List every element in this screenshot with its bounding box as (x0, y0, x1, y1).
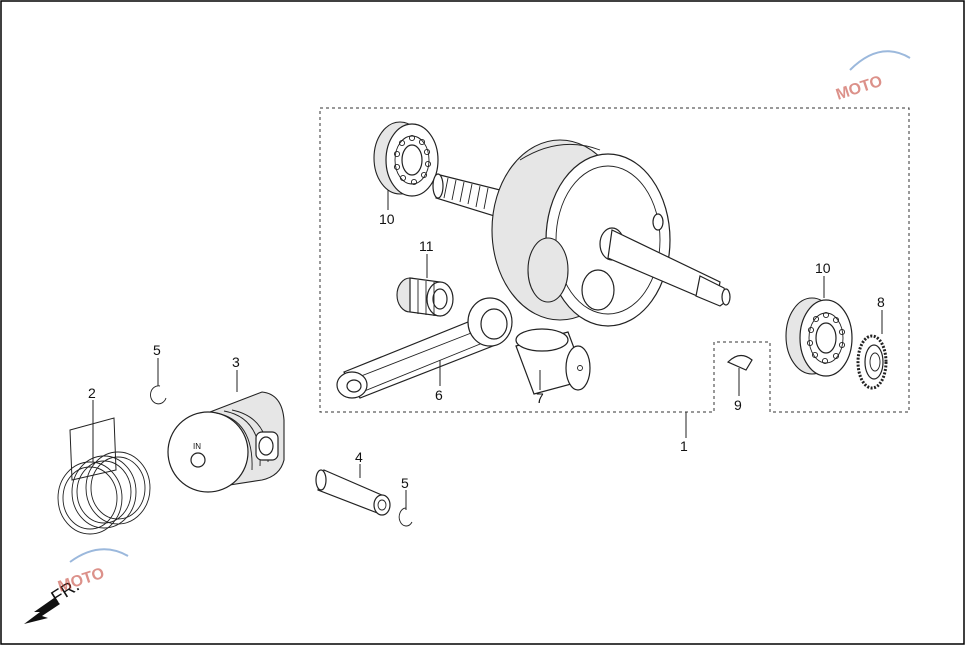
callout-labels: 1 2 3 4 5 5 6 7 8 9 10 10 11 (88, 211, 885, 491)
callout-7: 7 (536, 390, 544, 406)
piston-in-mark: IN (193, 442, 201, 451)
bearing-right (785, 297, 853, 377)
watermark-swoosh-icon (849, 50, 911, 71)
watermark-swoosh-icon (69, 548, 129, 563)
crank-pin (515, 328, 591, 395)
leader-lines (92, 190, 883, 510)
callout-5-upper: 5 (153, 342, 161, 358)
callout-3: 3 (232, 354, 240, 370)
circlip-upper (150, 385, 167, 405)
callout-8: 8 (877, 294, 885, 310)
connecting-rod (336, 297, 513, 399)
needle-bearing (396, 277, 454, 317)
callout-1: 1 (680, 438, 688, 454)
front-arrow-icon (24, 598, 60, 624)
callout-10-left: 10 (379, 211, 395, 227)
watermark-bottom-left: MOTO (56, 548, 129, 596)
callout-4: 4 (355, 449, 363, 465)
assembly-boundary (319, 107, 910, 413)
piston-pin (315, 469, 391, 516)
watermark-top-right: MOTO (834, 50, 911, 104)
callout-9: 9 (734, 397, 742, 413)
callout-2: 2 (88, 385, 96, 401)
callout-5-lower: 5 (401, 475, 409, 491)
woodruff-key (726, 354, 753, 371)
piston: IN (167, 391, 285, 493)
callout-10-right: 10 (815, 260, 831, 276)
callout-11: 11 (419, 238, 434, 254)
bearing-left (373, 121, 439, 197)
circlip-lower (398, 507, 413, 527)
callout-6: 6 (435, 387, 443, 403)
crankshaft (432, 139, 731, 327)
piston-rings (57, 417, 151, 535)
drive-gear (856, 334, 888, 390)
watermark-text: MOTO (834, 73, 885, 104)
